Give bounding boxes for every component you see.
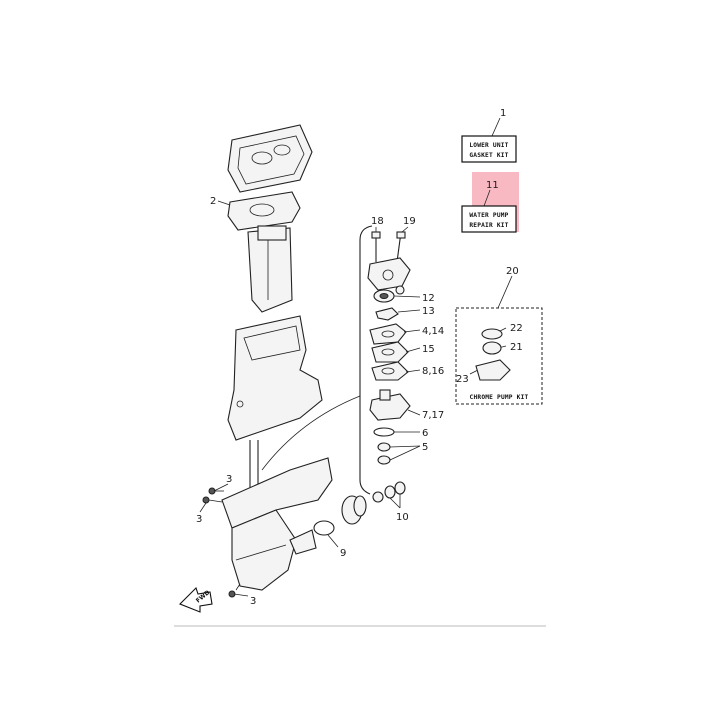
label-4-14: 4,14: [422, 326, 444, 337]
top-gasket-plate[interactable]: [227, 124, 313, 193]
label-13: 13: [422, 306, 435, 317]
pump-kit-line1: WATER PUMP: [469, 212, 508, 219]
label-2: 2: [210, 196, 216, 207]
label-19: 19: [403, 216, 416, 227]
part-item-21: [482, 341, 502, 355]
pump-kit-line2: REPAIR KIT: [469, 222, 508, 229]
label-18: 18: [371, 216, 384, 227]
label-5: 5: [422, 442, 428, 453]
label-9: 9: [340, 548, 346, 559]
gasket-kit-line2: GASKET KIT: [469, 152, 508, 159]
fwd-arrow-icon: FWD: [179, 586, 213, 613]
chrome-kit-label: CHROME PUMP KIT: [470, 394, 529, 401]
drive-shaft-housing[interactable]: [247, 225, 293, 313]
chrome-pump-kit-box[interactable]: CHROME PUMP KIT: [455, 307, 543, 405]
pump-base-item-7-17[interactable]: [369, 389, 411, 421]
plate-item-4-14[interactable]: [369, 323, 407, 345]
label-20: 20: [506, 266, 519, 277]
bolt-item-19[interactable]: [396, 231, 406, 263]
label-3b: 3: [196, 514, 202, 525]
bolt-item-18[interactable]: [371, 231, 381, 262]
label-21: 21: [510, 342, 523, 353]
gasket-item-8-16[interactable]: [371, 361, 409, 381]
label-12: 12: [422, 293, 435, 304]
part-item-22: [481, 328, 503, 340]
part-item-23: [475, 359, 511, 381]
label-3a: 3: [226, 474, 232, 485]
label-11: 11: [486, 180, 499, 191]
impeller-item-12[interactable]: [373, 289, 395, 303]
oring-item-6[interactable]: [373, 427, 395, 437]
label-8-16: 8,16: [422, 366, 444, 377]
leader-pump-to-shaft: [261, 395, 361, 471]
label-6: 6: [422, 428, 428, 439]
pump-housing[interactable]: [367, 257, 411, 295]
label-10: 10: [396, 512, 409, 523]
label-23: 23: [456, 374, 469, 385]
lower-unit-gasket-kit-box[interactable]: LOWER UNIT GASKET KIT: [461, 135, 517, 163]
leader-lines: [199, 117, 513, 597]
lower-casing[interactable]: [221, 457, 333, 591]
seal-group-item-10[interactable]: [341, 481, 406, 525]
upper-casing[interactable]: [227, 315, 323, 441]
gasket-kit-line1: LOWER UNIT: [469, 142, 508, 149]
label-22: 22: [510, 323, 523, 334]
oring-item-9[interactable]: [313, 520, 335, 536]
label-3c: 3: [250, 596, 256, 607]
plate-item-15[interactable]: [371, 341, 409, 363]
seal-item-5[interactable]: [377, 442, 391, 465]
water-pump-repair-kit-box[interactable]: WATER PUMP REPAIR KIT: [461, 205, 517, 233]
label-1: 1: [500, 108, 506, 119]
label-7-17: 7,17: [422, 410, 444, 421]
label-15: 15: [422, 344, 435, 355]
pump-group-bracket: [359, 225, 373, 495]
insert-item-13[interactable]: [375, 307, 399, 321]
gasket-item-2[interactable]: [217, 191, 301, 231]
